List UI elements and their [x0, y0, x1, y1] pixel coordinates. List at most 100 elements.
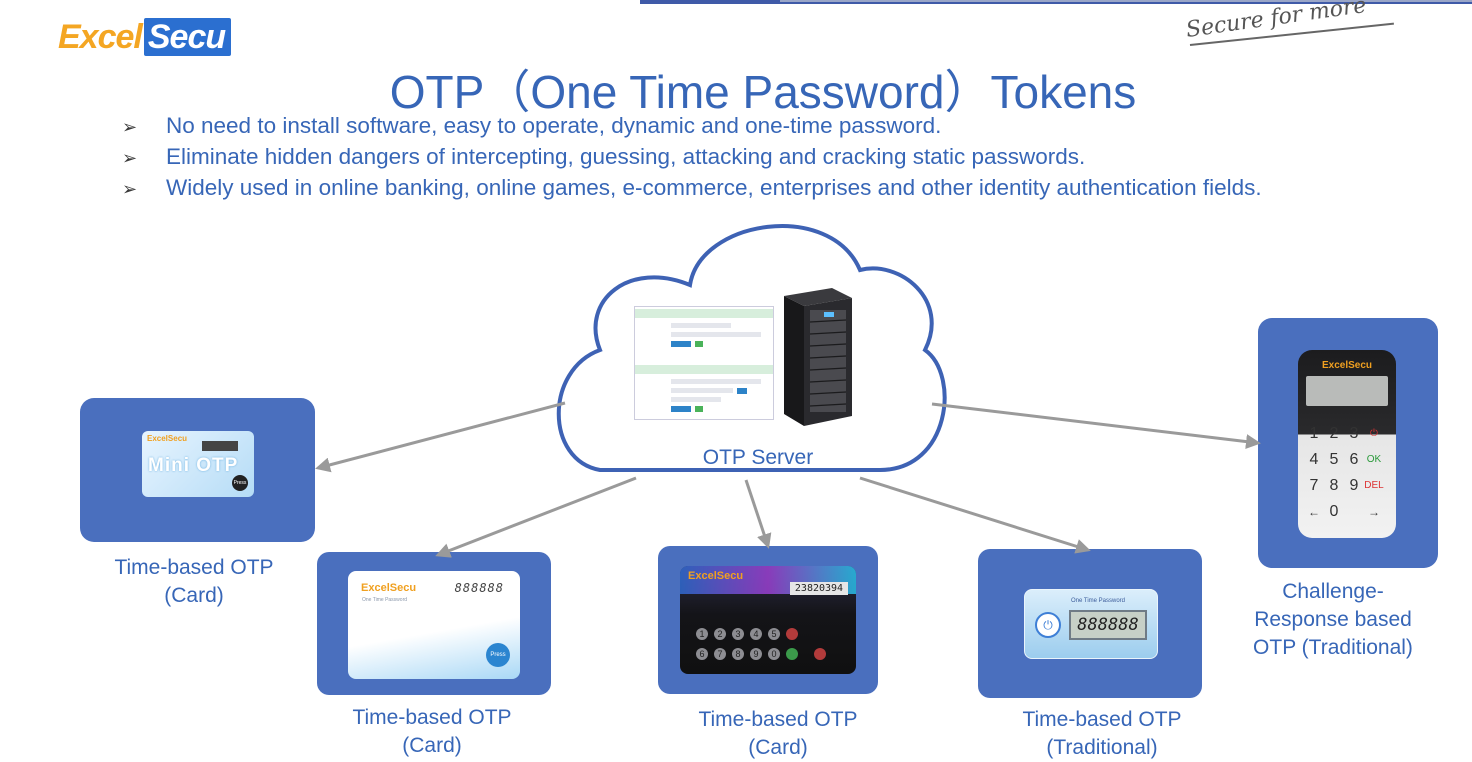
caption-line: (Card): [164, 584, 224, 607]
caption-line: Time-based OTP: [114, 556, 274, 579]
card-logo: ExcelSecu: [147, 434, 188, 443]
card-key: 1: [696, 628, 708, 640]
token-logo: ExcelSecu: [1322, 360, 1373, 371]
keypad-key: 4: [1309, 451, 1319, 468]
caption-line: Time-based OTP: [698, 708, 858, 731]
keypad-key: 9: [1349, 477, 1359, 494]
console-field: [671, 379, 761, 384]
card-key: 6: [696, 648, 708, 660]
bullet-text: Eliminate hidden dangers of intercepting…: [166, 144, 1086, 169]
card-key: [786, 648, 798, 660]
power-icon: ⏻: [1035, 612, 1061, 638]
keypad-key: 5: [1329, 451, 1339, 468]
logo-text-secu: Secu: [143, 18, 232, 56]
card-display: 23820394: [790, 582, 848, 595]
bullet-item: ➢ Widely used in online banking, online g…: [122, 172, 1262, 203]
del-key: DEL: [1364, 480, 1384, 491]
console-field: [671, 397, 721, 402]
caption-line: Time-based OTP: [352, 706, 512, 729]
card-power-key: [814, 648, 826, 660]
mini-otp-card: ExcelSecu Mini OTP Press: [142, 431, 254, 497]
device-caption-5: Challenge- Response based OTP (Tradition…: [1228, 578, 1438, 662]
power-icon: ⏻: [1370, 428, 1378, 439]
bullet-text: No need to install software, easy to ope…: [166, 113, 942, 138]
console-button: [695, 341, 703, 347]
press-button: Press: [486, 643, 510, 667]
bullet-list: ➢ No need to install software, easy to op…: [122, 110, 1262, 203]
bullet-arrow-icon: ➢: [122, 148, 138, 168]
card-key: [786, 628, 798, 640]
console-field: [671, 388, 733, 393]
arrow-to-device-2: [435, 476, 637, 558]
caption-line: (Card): [748, 736, 808, 759]
console-field: [671, 323, 731, 328]
keypad-key: 3: [1349, 425, 1359, 442]
server-console-screenshot: [634, 306, 774, 420]
bullet-item: ➢ Eliminate hidden dangers of interceptin…: [122, 141, 1262, 172]
challenge-response-token: ExcelSecu 1 2 3 ⏻ 4 5 6 OK 7 8 9 DEL ← 0…: [1298, 350, 1396, 538]
card-key: 8: [732, 648, 744, 660]
card-logo: ExcelSecu: [361, 582, 417, 594]
left-arrow-icon: ←: [1308, 505, 1320, 519]
keypad-key: 2: [1329, 425, 1339, 442]
keypad-key: 6: [1349, 451, 1359, 468]
card-logo: ExcelSecu: [688, 570, 744, 582]
token-label: One Time Password: [1071, 598, 1126, 604]
bullet-arrow-icon: ➢: [122, 117, 138, 137]
card-key: 7: [714, 648, 726, 660]
token-display: 888888: [1069, 610, 1147, 640]
console-button: [671, 341, 691, 347]
device-caption-1: Time-based OTP (Card): [80, 554, 308, 610]
right-arrow-icon: →: [1368, 505, 1380, 519]
card-display: [202, 441, 238, 451]
arrow-to-device-5: [931, 402, 1261, 450]
logo-text-excel: Excel: [58, 18, 143, 56]
bullet-text: Widely used in online banking, online ga…: [166, 175, 1262, 200]
card-key: 0: [768, 648, 780, 660]
console-header: [635, 309, 773, 318]
console-button: [671, 406, 691, 412]
server-tower-icon: [784, 288, 852, 426]
token-display: [1306, 376, 1388, 406]
card-key: 9: [750, 648, 762, 660]
arrow-to-device-3: [744, 479, 772, 549]
device-caption-2: Time-based OTP (Card): [318, 704, 546, 760]
caption-line: (Card): [402, 734, 462, 757]
ok-key: OK: [1366, 454, 1382, 465]
console-header: [635, 365, 773, 374]
card-display: 888888: [454, 581, 504, 595]
traditional-otp-token: ⏻ One Time Password 888888: [1024, 589, 1158, 659]
card-subtitle: One Time Password: [362, 597, 408, 603]
console-button: [737, 388, 747, 394]
otp-display-card: ExcelSecu One Time Password 888888 Press: [348, 571, 520, 679]
arrow-to-device-1: [315, 401, 566, 473]
console-button: [695, 406, 703, 412]
device-caption-3: Time-based OTP (Card): [664, 706, 892, 762]
keypad-key: 0: [1329, 503, 1339, 520]
caption-line: Response based: [1254, 608, 1412, 631]
card-key: 5: [768, 628, 780, 640]
otp-server-label: OTP Server: [702, 446, 814, 469]
keypad-key: 8: [1329, 477, 1339, 494]
card-key: 2: [714, 628, 726, 640]
caption-line: Time-based OTP: [1022, 708, 1182, 731]
bullet-arrow-icon: ➢: [122, 179, 138, 199]
card-print: Mini OTP: [148, 455, 239, 476]
top-accent-bar: [640, 0, 1472, 4]
top-accent-line: [780, 0, 1472, 2]
caption-line: Challenge-: [1282, 580, 1384, 603]
card-key: 4: [750, 628, 762, 640]
keypad-key: 7: [1309, 477, 1319, 494]
card-key: 3: [732, 628, 744, 640]
bullet-item: ➢ No need to install software, easy to op…: [122, 110, 1262, 141]
arrow-to-device-4: [859, 476, 1091, 554]
page-title: OTP（One Time Password）Tokens: [389, 66, 1137, 118]
device-caption-4: Time-based OTP (Traditional): [988, 706, 1216, 762]
keypad-otp-card: ExcelSecu 23820394 1 2 3 4 5 6 7 8 9 0: [680, 566, 856, 674]
caption-line: (Traditional): [1046, 736, 1158, 759]
caption-line: OTP (Traditional): [1253, 636, 1413, 659]
console-field: [671, 332, 761, 337]
press-button: Press: [232, 475, 248, 491]
keypad-key: 1: [1309, 425, 1319, 442]
